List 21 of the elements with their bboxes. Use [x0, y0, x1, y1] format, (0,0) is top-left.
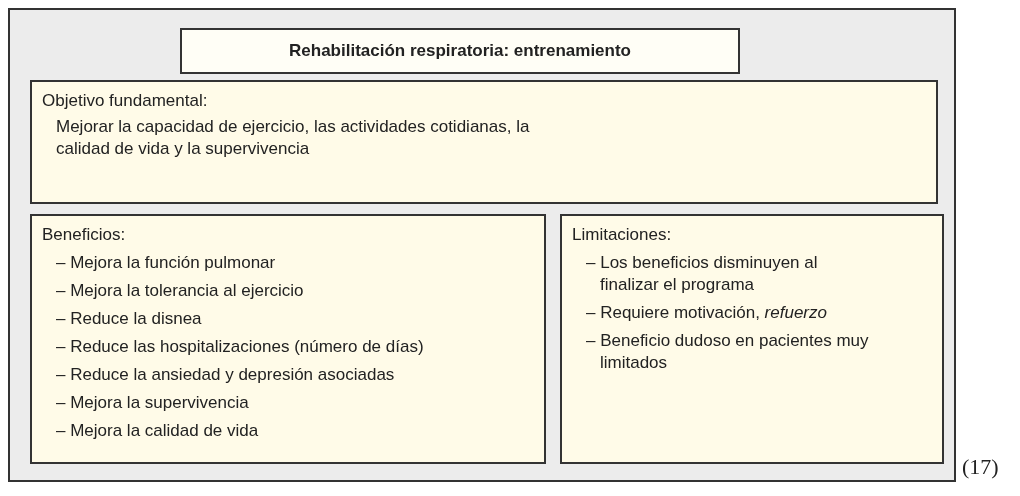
list-item: – Mejora la tolerancia al ejercicio — [56, 280, 304, 302]
section-heading: Beneficios: — [42, 224, 126, 246]
text-box — [560, 214, 944, 464]
list-item: – Los beneficios disminuyen al finalizar el programa — [586, 252, 819, 296]
list-item: – Reduce la disnea — [56, 308, 202, 330]
panel-background — [8, 8, 956, 482]
list-item: – Requiere motivación, refuerzo — [586, 302, 827, 324]
body-text: Mejorar la capacidad de ejercicio, las actividades cotidianas, la calidad de vida y la supervivencia — [56, 116, 531, 160]
text-box — [30, 80, 938, 204]
list-item: – Mejora la calidad de vida — [56, 420, 259, 442]
title-text: Rehabilitación respiratoria: entrenamiento — [289, 40, 631, 62]
section-heading: Limitaciones: — [572, 224, 672, 246]
text-box — [30, 214, 546, 464]
title-box — [180, 28, 740, 74]
section-heading: Objetivo fundamental: — [42, 90, 208, 112]
list-item: – Mejora la supervivencia — [56, 392, 249, 414]
list-item: – Reduce la ansiedad y depresión asociadas — [56, 364, 395, 386]
list-item: – Mejora la función pulmonar — [56, 252, 276, 274]
list-item: – Beneficio dudoso en pacientes muy limitados — [586, 330, 870, 374]
list-item: – Reduce las hospitalizaciones (número de días) — [56, 336, 424, 358]
reference-number: (17) — [962, 456, 999, 478]
